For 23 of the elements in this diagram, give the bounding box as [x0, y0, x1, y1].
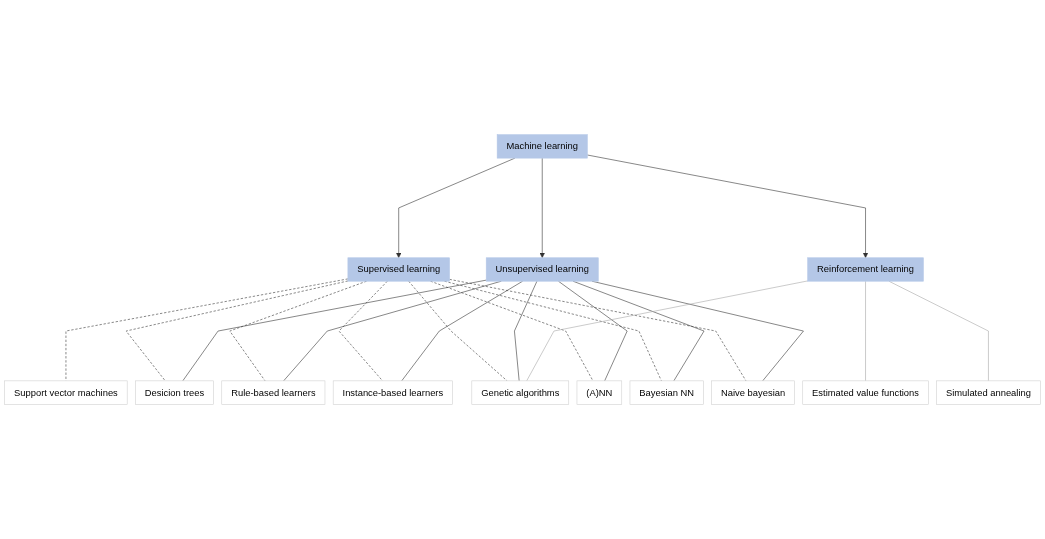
node-box: (A)NN: [576, 380, 623, 405]
node-box: Simulated annealing: [936, 380, 1041, 405]
node-box: Supervised learning: [347, 257, 450, 282]
connector: [125, 280, 349, 382]
node-box: Rule-based learners: [221, 380, 326, 405]
connector: [558, 280, 628, 382]
connector: [401, 280, 523, 382]
node-box: Instance-based learners: [332, 380, 453, 405]
node-box: Estimated value functions: [802, 380, 929, 405]
connector: [182, 279, 487, 382]
connector: [65, 278, 349, 382]
node-box: Desicion trees: [135, 380, 214, 405]
node-box: Genetic algorithms: [471, 380, 570, 405]
connector: [526, 280, 808, 382]
node-box: Unsupervised learning: [485, 257, 599, 282]
node-box: Naive bayesian: [711, 380, 795, 405]
node-box: Reinforcement learning: [807, 257, 924, 282]
connector: [449, 279, 747, 382]
connector: [865, 280, 866, 382]
node-box: Bayesian NN: [629, 380, 704, 405]
node-box: Support vector machines: [4, 380, 128, 405]
node-box: Machine learning: [496, 134, 588, 159]
connector: [514, 280, 538, 382]
